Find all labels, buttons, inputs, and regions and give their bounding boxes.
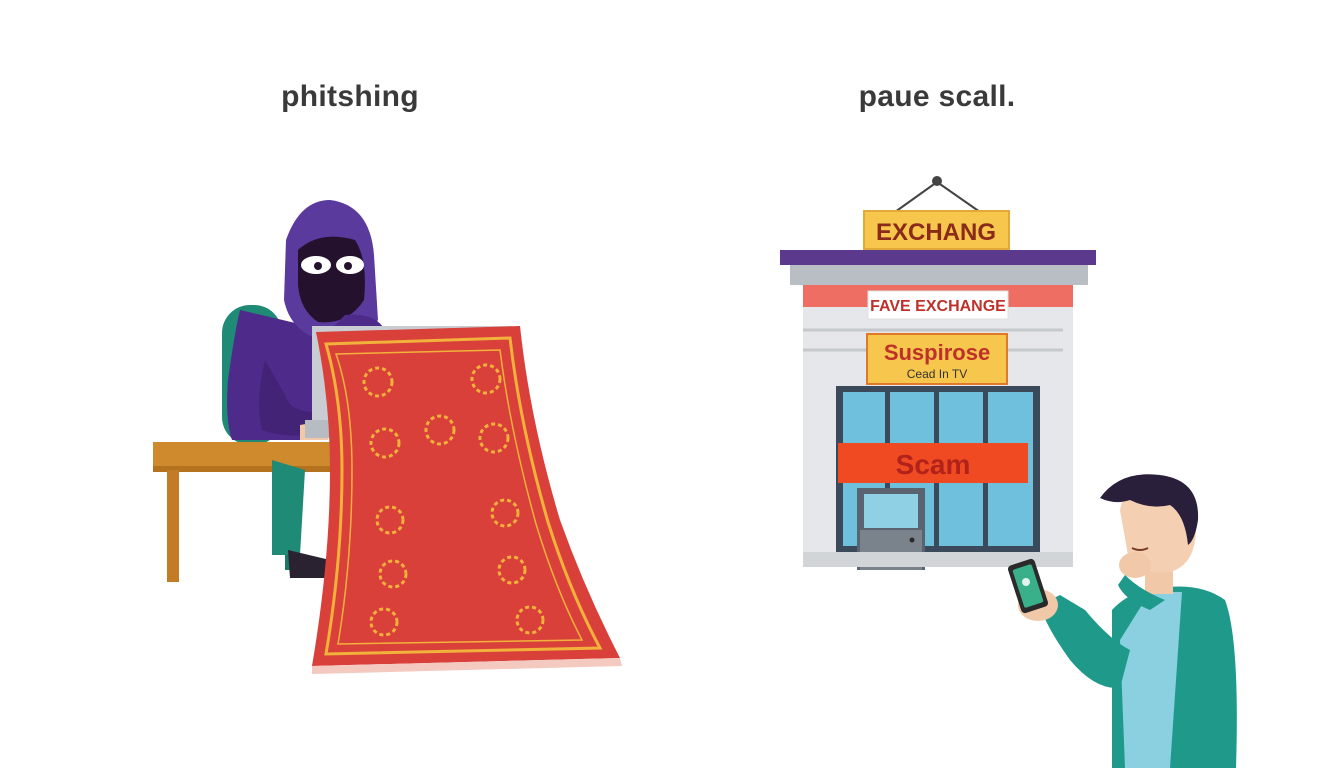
top-sign-text: EXCHANG — [876, 219, 996, 246]
phishing-caption: phitshing — [281, 80, 419, 113]
hooded-hacker-figure — [227, 200, 385, 578]
patterned-red-rug — [312, 326, 622, 674]
banner-sign-text: FAVE EXCHANGE — [870, 298, 1006, 315]
featured-sign-sub: Cead In TV — [907, 367, 967, 381]
scam-caption: paue scall. — [858, 80, 1016, 113]
scam-banner-text: Scam — [896, 449, 971, 480]
featured-sign-main: Suspirose — [884, 340, 990, 365]
banner-sign — [867, 290, 1009, 320]
scam-banner — [838, 443, 1028, 483]
wooden-desk — [153, 442, 338, 582]
top-sign — [863, 210, 1010, 250]
featured-sign — [866, 333, 1008, 385]
storefront-building: EXCHANG FAVE EXCHANGE Suspirose Cead In … — [780, 176, 1096, 570]
hacker-scene — [153, 200, 622, 674]
smartphone — [1008, 558, 1048, 614]
